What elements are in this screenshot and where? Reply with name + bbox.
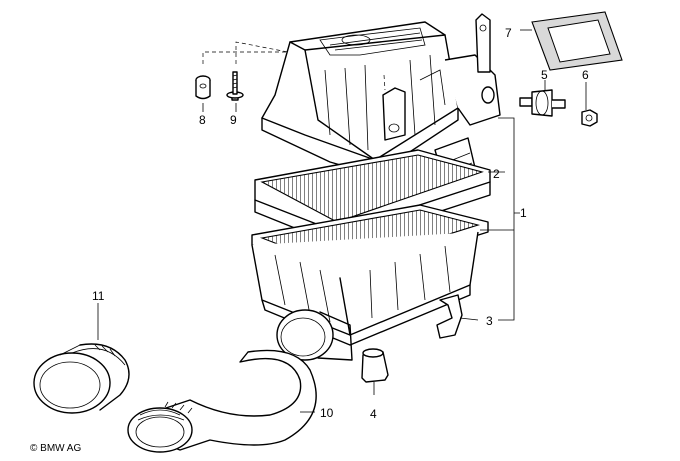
callout-10: 10 — [320, 406, 334, 420]
intake-funnel-icon — [33, 343, 130, 414]
callout-8: 8 — [199, 113, 206, 127]
intake-hose-icon — [127, 349, 317, 453]
hex-nut-icon — [581, 109, 598, 127]
retaining-clip-icon — [436, 294, 463, 339]
gasket-icon — [531, 11, 623, 71]
assembly-line — [235, 41, 386, 76]
leader-lines — [97, 29, 587, 413]
rubber-mount-icon — [519, 89, 566, 117]
callout-9: 9 — [230, 113, 237, 127]
callout-3: 3 — [486, 314, 493, 328]
callout-4: 4 — [370, 407, 377, 421]
copyright-notice: © BMW AG — [30, 443, 82, 454]
callout-7: 7 — [505, 26, 512, 40]
callout-2: 2 — [493, 167, 500, 181]
housing-outlet-icon — [276, 309, 353, 361]
housing-lid-icon — [261, 13, 501, 189]
drain-valve-cap-icon — [361, 348, 389, 383]
callout-1: 1 — [520, 206, 527, 220]
callout-11: 11 — [92, 289, 105, 303]
callout-6: 6 — [582, 68, 589, 82]
grommet-icon — [195, 75, 211, 100]
housing-body-icon — [251, 204, 489, 346]
callout-5: 5 — [541, 68, 548, 82]
screw-icon — [226, 71, 244, 101]
assembly-line — [202, 51, 290, 64]
